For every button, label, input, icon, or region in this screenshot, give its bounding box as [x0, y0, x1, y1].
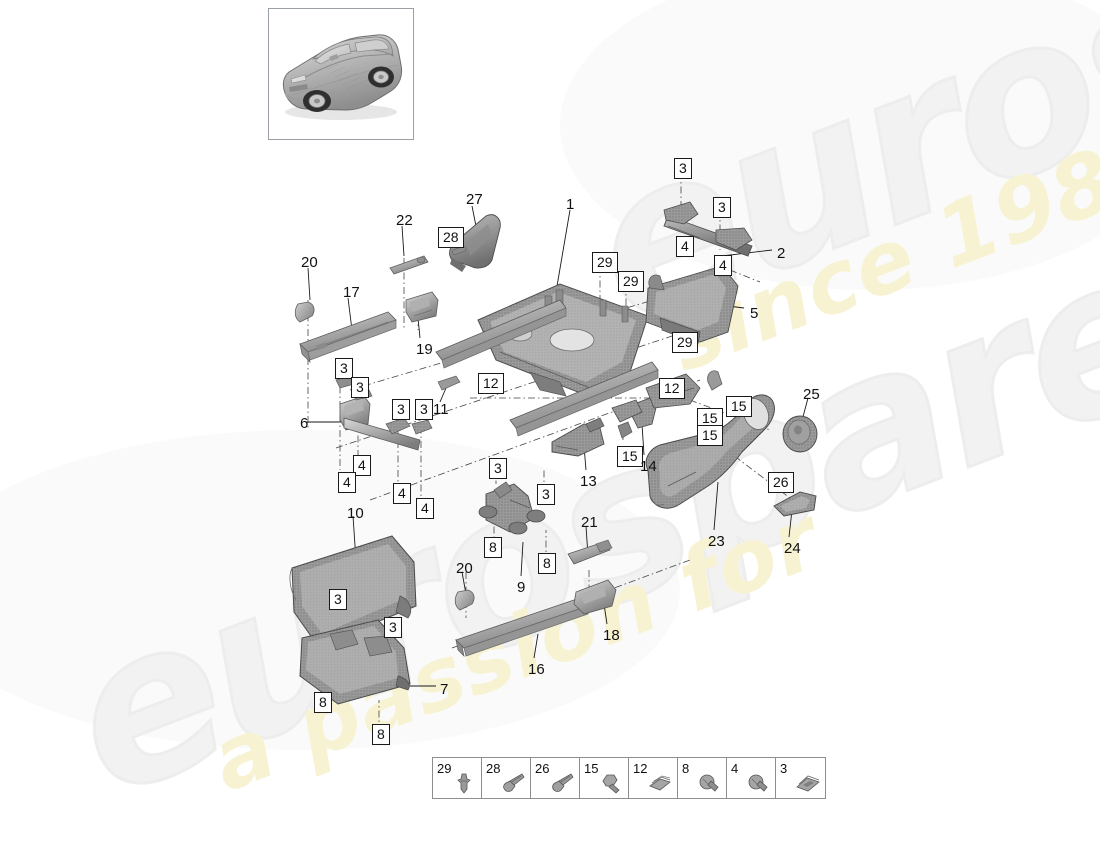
legend-number: 12 — [633, 761, 648, 776]
part-22-bracket-bar — [389, 255, 429, 275]
callout-8-c: 8 — [314, 692, 332, 713]
part-12-seat-rails — [435, 299, 659, 437]
part-6-lower-rail — [343, 417, 433, 451]
callout-13: 13 — [580, 473, 597, 490]
part-11-clip — [437, 375, 461, 391]
callout-29-c: 29 — [672, 332, 698, 353]
callout-16: 16 — [528, 661, 545, 678]
callout-12-a: 12 — [478, 373, 504, 394]
callout-1: 1 — [566, 196, 575, 213]
flange-bolt-icon — [748, 774, 768, 792]
legend-item-26: 26 — [531, 758, 580, 798]
clip-fastener-icon — [457, 773, 471, 794]
callout-20-top: 20 — [301, 254, 318, 271]
hex-head-bolt-icon — [602, 774, 620, 794]
legend-item-28: 28 — [482, 758, 531, 798]
part-20-rail-cap-top — [294, 301, 315, 323]
callout-3-h: 3 — [537, 484, 555, 505]
part-13-support-bracket — [551, 417, 605, 457]
callout-3-f: 3 — [415, 399, 433, 420]
callout-8-d: 8 — [372, 724, 390, 745]
callout-19: 19 — [416, 341, 433, 358]
callout-28: 28 — [438, 227, 464, 248]
callout-18: 18 — [603, 627, 620, 644]
legend-item-12: 12 — [629, 758, 678, 798]
callout-4-e: 4 — [393, 483, 411, 504]
callout-22: 22 — [396, 212, 413, 229]
part-18-rail-bracket — [573, 579, 617, 615]
part-21-release-lever — [567, 539, 613, 565]
spring-nut-clip-icon — [649, 775, 671, 791]
callout-24: 24 — [784, 540, 801, 557]
callout-29-a: 29 — [592, 252, 618, 273]
callout-3-g: 3 — [489, 458, 507, 479]
legend-item-3: 3 — [776, 758, 825, 798]
callout-2: 2 — [777, 245, 786, 262]
callout-9: 9 — [517, 579, 526, 596]
legend-number: 8 — [682, 761, 690, 776]
part-28-rivet-screw — [452, 245, 467, 255]
callout-11: 11 — [433, 401, 449, 418]
legend-number: 29 — [437, 761, 452, 776]
callout-23: 23 — [708, 533, 725, 550]
callout-4-a: 4 — [676, 236, 694, 257]
callout-10: 10 — [347, 505, 364, 522]
callout-3-e: 3 — [392, 399, 410, 420]
part-19-mounting-bracket — [405, 291, 439, 323]
legend-item-15: 15 — [580, 758, 629, 798]
legend-number: 4 — [731, 761, 739, 776]
legend-number: 3 — [780, 761, 788, 776]
callout-15-c: 15 — [697, 425, 723, 446]
callout-8-b: 8 — [538, 553, 556, 574]
exploded-parts-diagram — [289, 172, 818, 732]
callout-17: 17 — [343, 284, 360, 301]
callout-5: 5 — [750, 305, 759, 322]
callout-3-c: 3 — [335, 358, 353, 379]
legend-item-8: 8 — [678, 758, 727, 798]
part-20-rail-cap-bottom — [454, 589, 475, 611]
callout-29-b: 29 — [618, 271, 644, 292]
callout-27: 27 — [466, 191, 483, 208]
callout-3-j: 3 — [384, 617, 402, 638]
part-25-round-trim-cap — [782, 415, 818, 453]
callout-4-d: 4 — [338, 472, 356, 493]
legend-item-29: 29 — [433, 758, 482, 798]
callout-4-f: 4 — [416, 498, 434, 519]
part-17-seat-rail — [299, 311, 397, 364]
fastener-legend: 29 28 26 15 12 — [432, 757, 826, 799]
callout-6: 6 — [300, 415, 309, 432]
legend-number: 15 — [584, 761, 599, 776]
callout-3-a: 3 — [674, 158, 692, 179]
rivet-screw-icon — [552, 773, 574, 792]
vehicle-thumbnail-frame — [268, 8, 414, 140]
callout-12-b: 12 — [659, 378, 685, 399]
part-16-seat-rail-lower — [455, 597, 589, 658]
callout-7: 7 — [440, 681, 449, 698]
callout-15-a: 15 — [726, 396, 752, 417]
callout-26: 26 — [768, 472, 794, 493]
callout-3-b: 3 — [713, 197, 731, 218]
callout-4-b: 4 — [714, 255, 732, 276]
part-9-adjuster-motor-assembly — [478, 481, 546, 535]
flange-bolt-icon — [699, 774, 719, 792]
legend-item-4: 4 — [727, 758, 776, 798]
legend-number: 28 — [486, 761, 501, 776]
callout-3-i: 3 — [329, 589, 347, 610]
part-24-wedge-cover — [773, 491, 817, 517]
callout-14: 14 — [640, 458, 657, 475]
rivet-screw-icon — [503, 773, 525, 792]
callout-3-d: 3 — [351, 377, 369, 398]
callout-15-d: 15 — [617, 446, 643, 467]
part-27-side-trim-cover — [449, 214, 501, 272]
callout-8-a: 8 — [484, 537, 502, 558]
callout-20-bottom: 20 — [456, 560, 473, 577]
cage-nut-plate-icon — [796, 775, 820, 792]
callout-21: 21 — [581, 514, 598, 531]
vehicle-illustration — [282, 34, 403, 120]
legend-number: 26 — [535, 761, 550, 776]
callout-25: 25 — [803, 386, 820, 403]
